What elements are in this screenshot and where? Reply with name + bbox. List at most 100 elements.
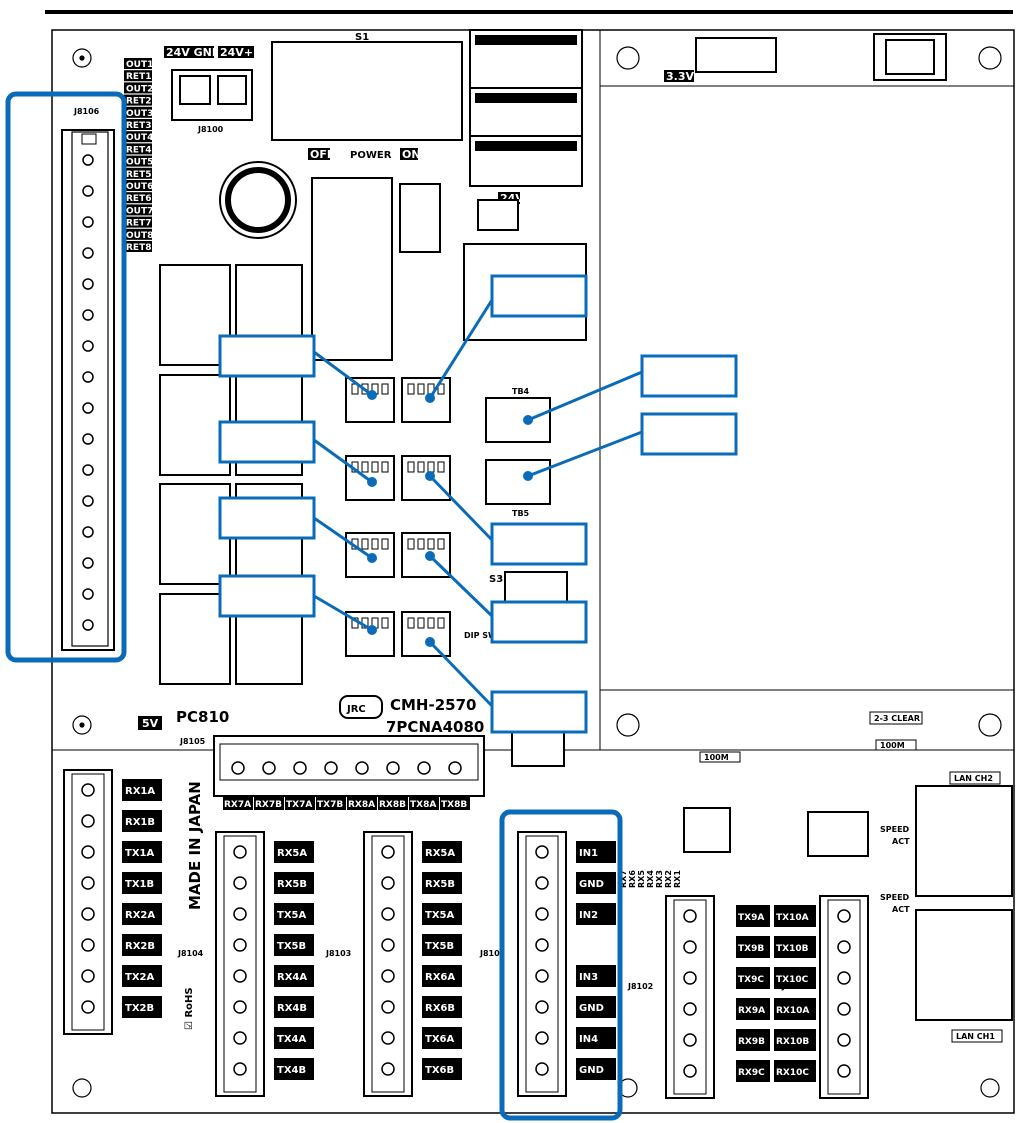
pin-tag-label: RX4B: [277, 1003, 307, 1014]
j8106-pin-tags: OUT1RET1OUT2RET2OUT3RET3OUT4RET4OUT5RET5…: [124, 58, 153, 253]
tb-pin: [407, 461, 415, 473]
pin-hole: [82, 216, 94, 228]
power-label: POWER: [350, 150, 392, 161]
pin-hole: [293, 761, 307, 775]
callout-leader: [313, 350, 373, 397]
pin-tag: [122, 965, 162, 987]
pin-tag: [122, 810, 162, 832]
pin-hole: [81, 1000, 95, 1014]
pin-hole: [82, 464, 94, 476]
vconn-label: J8101: [781, 982, 808, 991]
pin-tag-label: OUT8: [126, 231, 153, 241]
v24plus-tag: [218, 46, 254, 58]
pin-hole: [231, 761, 245, 775]
tb-pin: [437, 461, 445, 473]
pin-tag: [122, 903, 162, 925]
on-tag: [400, 148, 418, 160]
pin-tag-label: RX10B: [776, 1037, 809, 1047]
power-switch-s1: [271, 41, 463, 141]
pin-tag-label: IN2: [579, 910, 598, 921]
lan-ch2-label: LAN CH2: [954, 774, 993, 783]
pin-hole: [535, 1031, 549, 1045]
pin-tag-label: RET8: [126, 243, 151, 253]
pin-tag-label: RX8A: [348, 800, 375, 810]
clear-tag: [869, 711, 923, 725]
tb-pin: [437, 617, 445, 629]
pin-hole: [82, 247, 94, 259]
pin-tag-label: RET5: [126, 170, 151, 180]
tb-pin: [361, 538, 369, 550]
pin-tag-label: TX8B: [441, 800, 467, 810]
pin-tag-label: OUT6: [126, 182, 153, 192]
v5-label: 5V: [142, 717, 159, 730]
pin-hole: [837, 909, 851, 923]
callout-dot: [523, 471, 533, 481]
pin-tag: [274, 1058, 314, 1080]
pin-tag-label: TX10B: [776, 944, 809, 954]
pin-hole: [233, 1031, 247, 1045]
act-label-1: ACT: [892, 837, 910, 846]
part-label: 7PCNA4080: [386, 718, 484, 736]
pin-hole: [81, 907, 95, 921]
rx-label: RX6: [628, 870, 637, 888]
l100m-tag-1: [699, 751, 741, 763]
pin-hole: [381, 969, 395, 983]
pin-tag-label: RX2B: [125, 941, 155, 952]
dip-label: DIP SW: [464, 631, 497, 640]
pin-hole: [82, 340, 94, 352]
pin-tag-label: TX4B: [277, 1065, 306, 1076]
pin-tag: [736, 1029, 770, 1051]
s3-label: S3: [489, 574, 503, 585]
pin-hole: [381, 1000, 395, 1014]
pin-hole: [82, 588, 94, 600]
pin-hole: [381, 1031, 395, 1045]
vconn-label: J8102: [627, 982, 653, 991]
tb-pin: [417, 538, 425, 550]
pin-tag-label: RX6B: [425, 1003, 455, 1014]
callout-box: [218, 574, 316, 618]
lan-ch1-label: LAN CH1: [956, 1032, 995, 1041]
pin-tag-label: RX5B: [425, 879, 455, 890]
pin-tag: [316, 796, 346, 810]
pin-hole: [683, 940, 697, 954]
s1-label: S1: [355, 32, 369, 43]
power-off-label: OFF: [310, 148, 334, 161]
pin-hole: [82, 371, 94, 383]
connector-j8105b: [213, 735, 485, 797]
callout-box: [218, 334, 316, 378]
pin-hole: [535, 969, 549, 983]
pin-hole: [81, 845, 95, 859]
pin-hole: [233, 876, 247, 890]
pin-hole: [837, 1033, 851, 1047]
v5-tag: [138, 716, 162, 730]
callout-dot: [367, 477, 377, 487]
clear-label: 2-3 CLEAR: [874, 714, 920, 723]
pin-tag: [422, 965, 462, 987]
pin-tag: [274, 965, 314, 987]
pin-tag: [285, 796, 315, 810]
pin-hole: [262, 761, 276, 775]
pin-tag-label: GND: [579, 1065, 604, 1076]
pin-tag-label: OUT1: [126, 60, 153, 70]
tb-pin: [417, 461, 425, 473]
tb-pin: [417, 383, 425, 395]
pin-tag-label: TX5A: [277, 910, 306, 921]
pin-tag: [274, 841, 314, 863]
pin-hole: [233, 1000, 247, 1014]
callout-leader: [313, 438, 373, 484]
pin-tag-label: OUT4: [126, 133, 153, 143]
connector-j8106: [61, 129, 115, 651]
callout-leader: [428, 474, 494, 542]
pin-tag: [440, 796, 470, 810]
pin-hole: [837, 1002, 851, 1016]
pin-hole: [683, 909, 697, 923]
capacitor-c114: [219, 161, 297, 239]
pin-tag: [422, 872, 462, 894]
pin-tag: [122, 841, 162, 863]
pin-hole: [324, 761, 338, 775]
j8106-label: J8106: [73, 107, 100, 116]
pin-tag-label: TX2A: [125, 972, 154, 983]
j8100-label: J8100: [197, 125, 224, 134]
vconn-inner: [371, 835, 405, 1093]
